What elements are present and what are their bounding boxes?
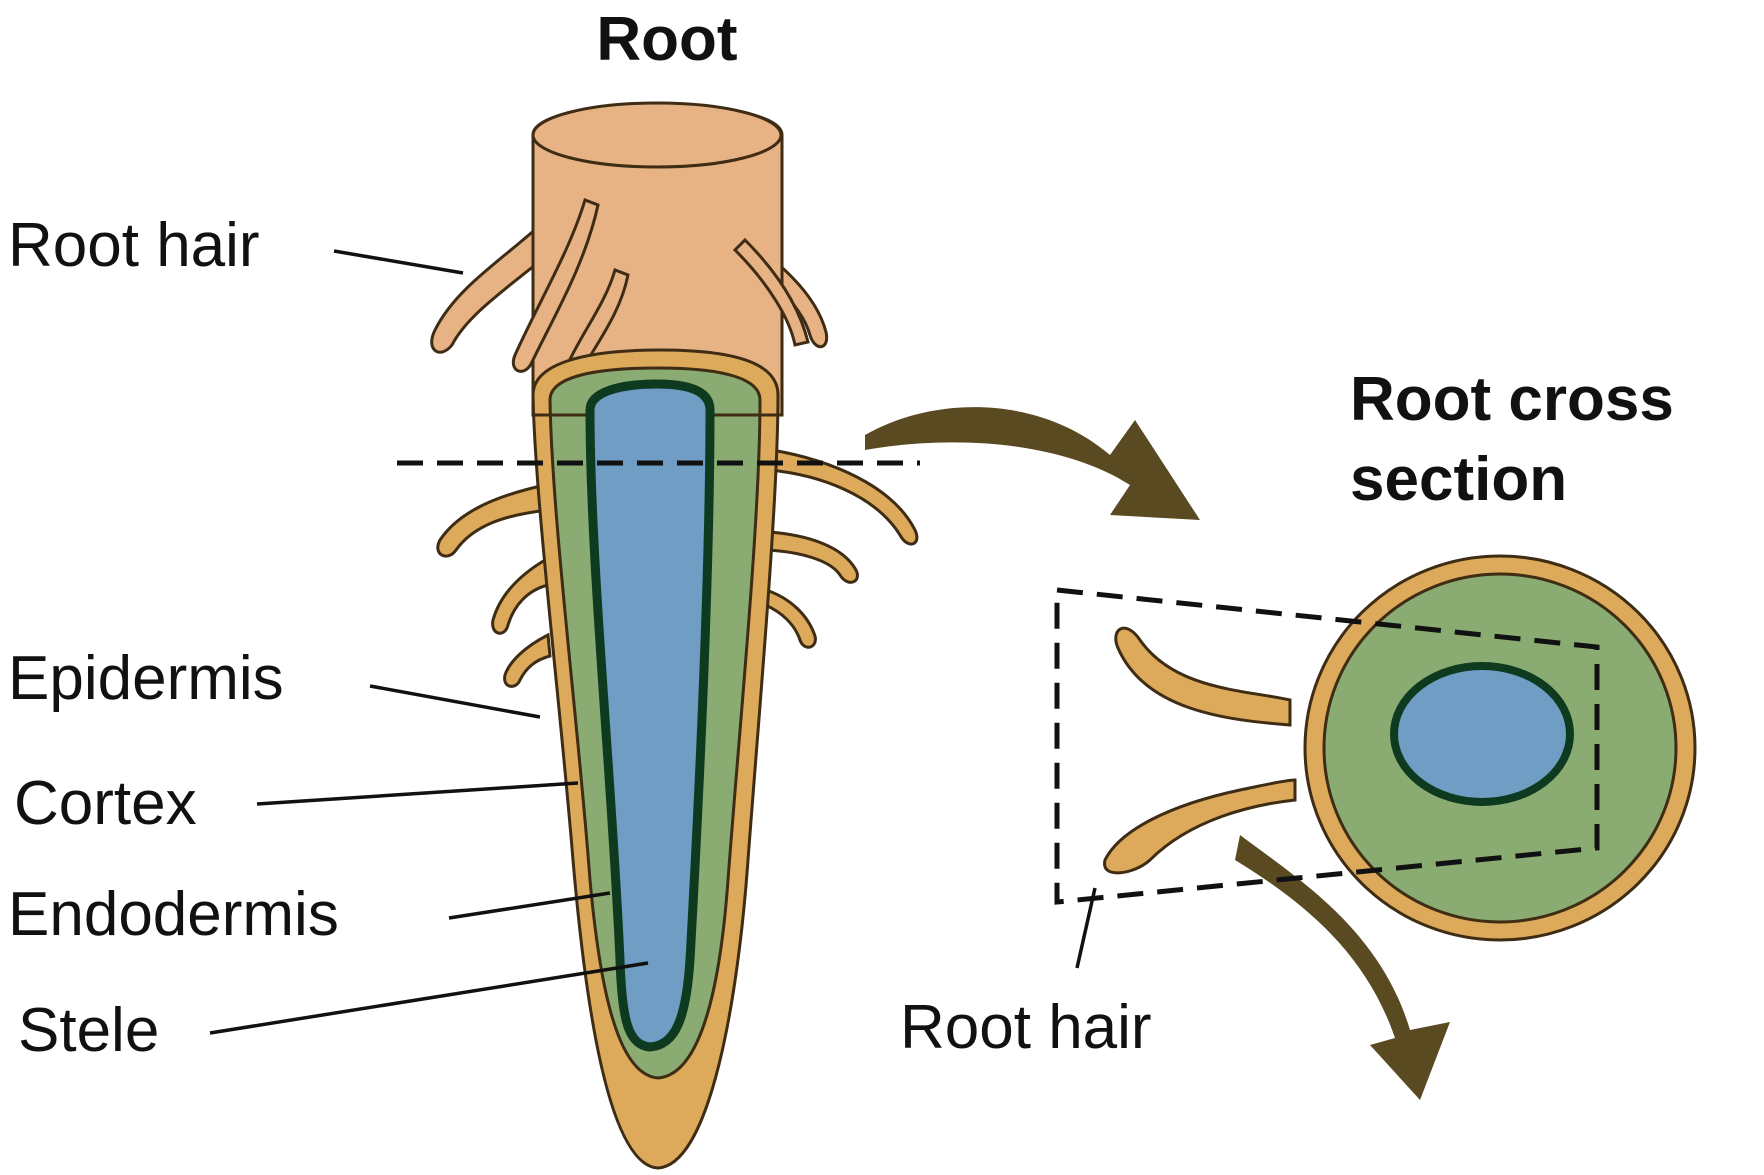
root-hair-lower-right-2 <box>768 532 857 582</box>
label-epidermis: Epidermis <box>8 644 284 713</box>
root-hair-lower-left-1 <box>438 485 548 556</box>
root-hair-lower-left-3 <box>505 635 550 686</box>
leader-epidermis <box>370 686 540 717</box>
diagram-title: Root <box>596 5 737 74</box>
upper-root-top <box>533 103 781 167</box>
leader-root-hair-top <box>334 251 463 273</box>
root-cross-section <box>1057 556 1695 1100</box>
cross-section-title-line1: Root cross <box>1350 365 1674 434</box>
leader-stele <box>210 963 648 1033</box>
cross-stele <box>1394 666 1570 802</box>
label-endodermis: Endodermis <box>8 880 339 949</box>
leader-cortex <box>257 783 578 804</box>
label-root-hair-cross: Root hair <box>900 993 1152 1062</box>
cross-section-title-line2: section <box>1350 445 1567 514</box>
label-stele: Stele <box>18 996 159 1065</box>
cross-root-hair-upper <box>1116 628 1290 725</box>
root-hair-lower-right-3 <box>765 590 815 647</box>
root-longitudinal <box>397 103 920 1168</box>
label-cortex: Cortex <box>14 769 197 838</box>
root-hair-lower-left-2 <box>493 560 548 633</box>
label-root-hair-top: Root hair <box>8 211 260 280</box>
curved-arrow-to-cross-section <box>865 407 1200 520</box>
